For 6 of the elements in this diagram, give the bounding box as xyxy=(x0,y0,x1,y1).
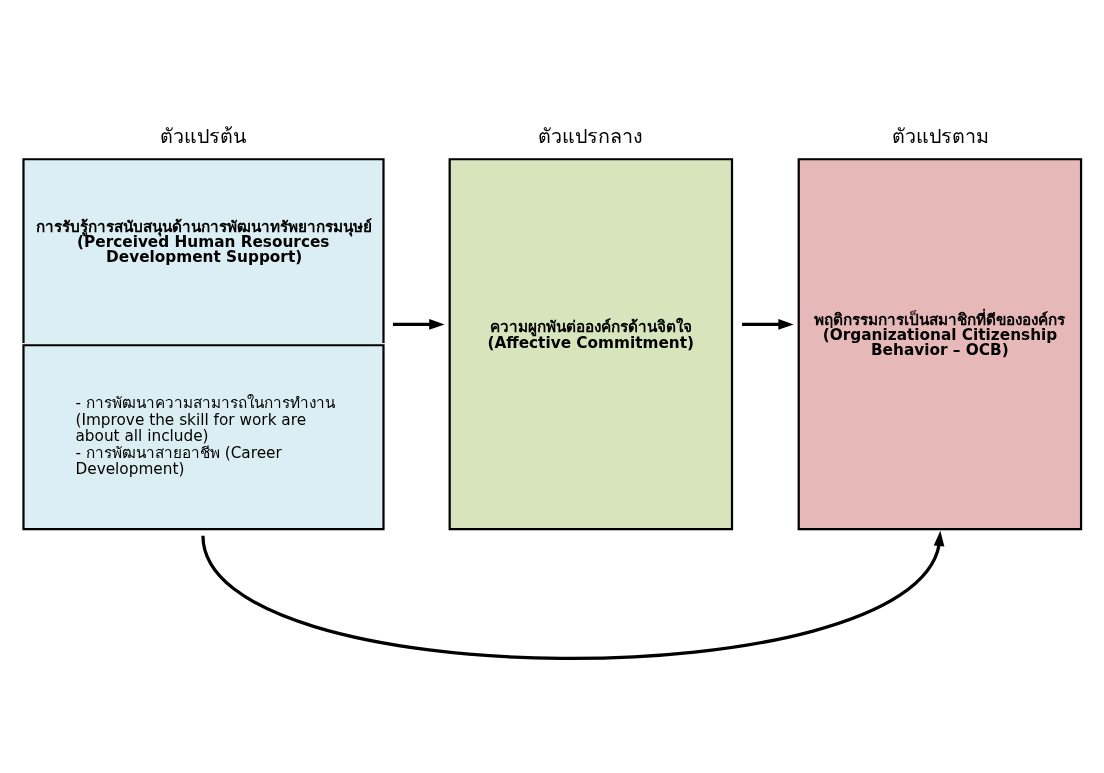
arrow xyxy=(201,530,945,661)
node-label: ตัวแปรตาม xyxy=(891,125,989,149)
node-label: ตัวแปรต้น xyxy=(160,125,247,149)
arrow xyxy=(742,319,794,330)
arrow xyxy=(392,319,445,330)
node-label: ตัวแปรกลาง xyxy=(538,125,644,149)
